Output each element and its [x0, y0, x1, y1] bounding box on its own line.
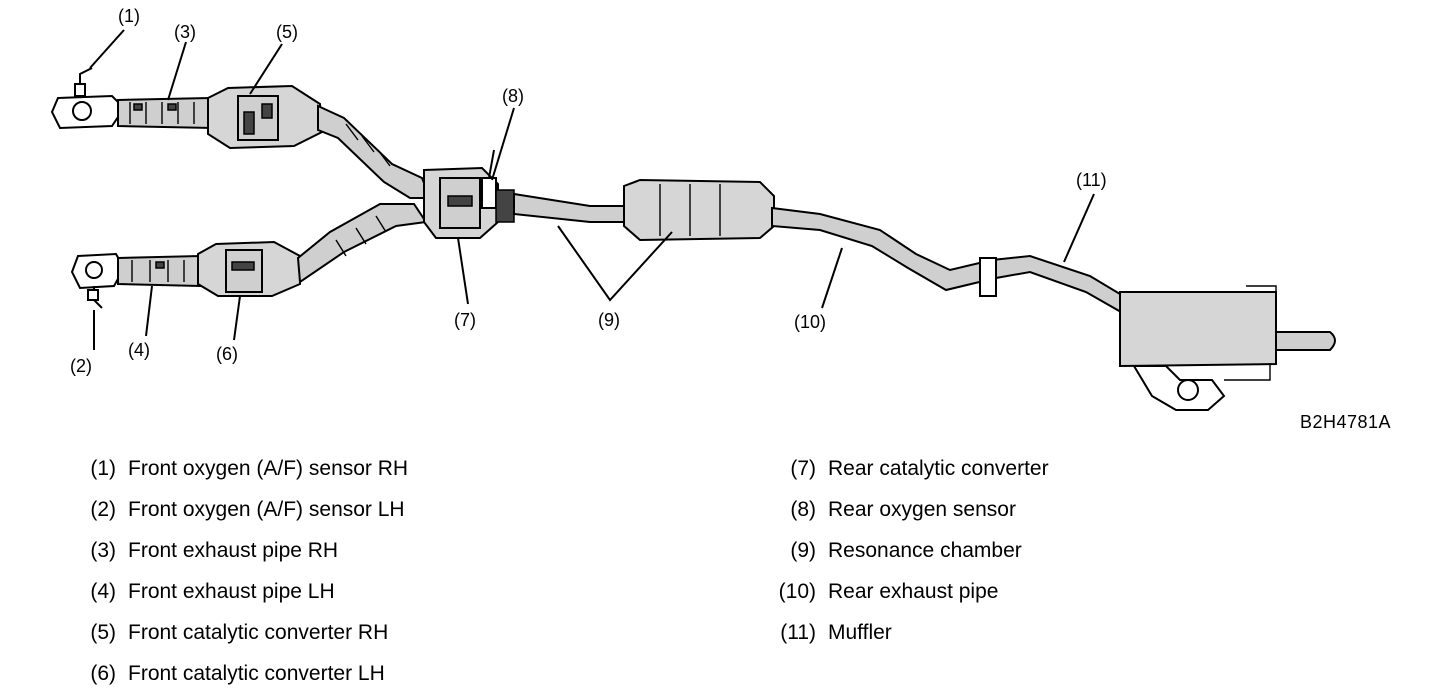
figure-code: B2H4781A: [1300, 412, 1391, 432]
legend-number: (4): [90, 579, 116, 603]
resonance-chamber: [513, 178, 775, 242]
pipe-hanger: [979, 257, 997, 297]
legend-label: Rear oxygen sensor: [828, 497, 1016, 521]
legend-number: (8): [790, 497, 816, 521]
legend-number: (7): [790, 456, 816, 480]
legend-label: Front catalytic converter RH: [128, 620, 389, 644]
legend-label: Rear catalytic converter: [828, 456, 1049, 480]
muffler: [1119, 285, 1336, 411]
legend-label: Front oxygen (A/F) sensor RH: [128, 456, 409, 480]
legend-item: (4) Front exhaust pipe LH: [60, 571, 408, 612]
legend-item: (1) Front oxygen (A/F) sensor RH: [60, 448, 408, 489]
lh-y-pipe: [296, 203, 428, 284]
front-oxygen-sensor-rh: [74, 67, 93, 97]
legend-label: Rear exhaust pipe: [828, 579, 999, 603]
callout-1: (1): [118, 6, 140, 26]
legend-number: (6): [90, 661, 116, 685]
front-oxygen-sensor-lh: [87, 286, 103, 309]
legend-item: (10) Rear exhaust pipe: [760, 571, 1049, 612]
callout-6: (6): [216, 344, 238, 364]
front-exhaust-pipe-rh: [50, 94, 214, 130]
callout-11: (11): [1076, 170, 1107, 190]
callout-7: (7): [454, 310, 476, 330]
callout-3: (3): [174, 22, 196, 42]
legend-label: Front exhaust pipe RH: [128, 538, 339, 562]
exhaust-system-diagram: (1) (2) (3) (4) (5) (6) (7) (8) (9) (10)…: [50, 6, 1391, 432]
legend-number: (10): [778, 579, 816, 603]
front-exhaust-pipe-lh: [70, 252, 201, 290]
callout-2: (2): [70, 356, 92, 376]
callout-5: (5): [276, 22, 298, 42]
front-catalytic-converter-rh: [207, 84, 324, 150]
legend-label: Resonance chamber: [828, 538, 1022, 562]
callout-8: (8): [502, 86, 524, 106]
legend-number: (2): [90, 497, 116, 521]
flange: [495, 189, 515, 223]
legend-item: (8) Rear oxygen sensor: [760, 489, 1049, 530]
legend-item: (2) Front oxygen (A/F) sensor LH: [60, 489, 408, 530]
legend-label: Muffler: [828, 620, 892, 644]
legend-item: (3) Front exhaust pipe RH: [60, 530, 408, 571]
legend-column-left: (1) Front oxygen (A/F) sensor RH (2) Front…: [60, 448, 408, 694]
legend-number: (3): [90, 538, 116, 562]
legend-label: Front catalytic converter LH: [128, 661, 385, 685]
legend-column-right: (7) Rear catalytic converter (8) Rear oxyg…: [760, 448, 1049, 653]
legend-item: (11) Muffler: [760, 612, 1049, 653]
rear-oxygen-sensor: [481, 149, 497, 209]
legend-item: (6) Front catalytic converter LH: [60, 653, 408, 694]
callout-9: (9): [598, 310, 620, 330]
legend-number: (5): [90, 620, 116, 644]
legend-number: (9): [790, 538, 816, 562]
legend-label: Front oxygen (A/F) sensor LH: [128, 497, 405, 521]
legend-number: (11): [780, 620, 816, 644]
rear-catalytic-converter: [423, 166, 499, 239]
callout-10: (10): [794, 312, 826, 332]
legend-label: Front exhaust pipe LH: [128, 579, 335, 603]
parts-legend: (1) Front oxygen (A/F) sensor RH (2) Front…: [0, 448, 1456, 700]
legend-item: (5) Front catalytic converter RH: [60, 612, 408, 653]
legend-number: (1): [90, 456, 116, 480]
legend-item: (9) Resonance chamber: [760, 530, 1049, 571]
callout-4: (4): [128, 340, 150, 360]
front-catalytic-converter-lh: [197, 240, 301, 297]
legend-item: (7) Rear catalytic converter: [760, 448, 1049, 489]
